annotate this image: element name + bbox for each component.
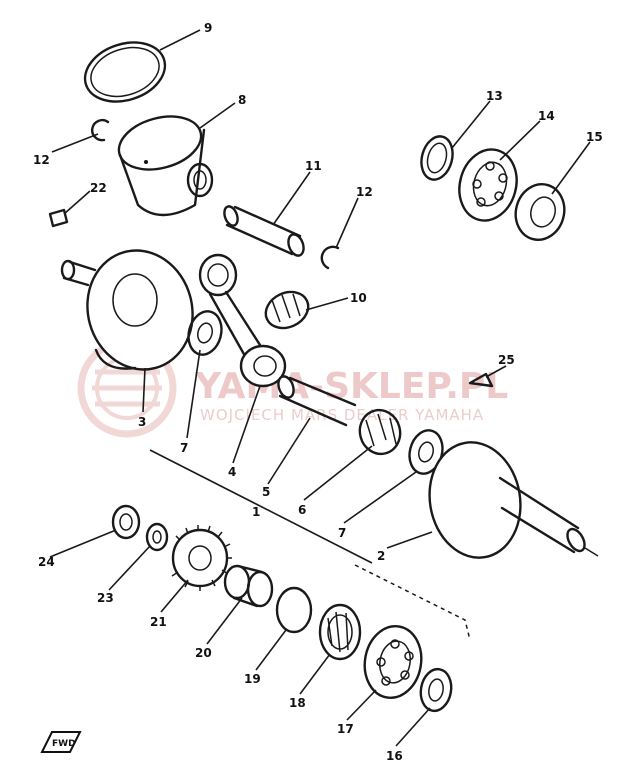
callout-9: 9 bbox=[204, 21, 212, 35]
callout-22: 22 bbox=[90, 181, 107, 195]
shim-washer bbox=[419, 667, 453, 713]
piston bbox=[117, 115, 214, 217]
callout-4: 4 bbox=[228, 465, 236, 479]
callout-12-left: 12 bbox=[33, 153, 50, 167]
callout-2: 2 bbox=[377, 549, 385, 563]
piston-pin-clip-left bbox=[91, 119, 110, 142]
callout-17: 17 bbox=[337, 722, 354, 736]
crank-nut bbox=[111, 504, 141, 540]
crank-bearing-lower bbox=[363, 625, 423, 699]
crank-wheel-right bbox=[428, 441, 599, 559]
callout-18: 18 bbox=[289, 696, 306, 710]
assembly-bracket-lower bbox=[354, 564, 471, 641]
callout-19: 19 bbox=[244, 672, 261, 686]
big-end-bearing bbox=[358, 408, 402, 456]
needle-bearing bbox=[318, 603, 362, 661]
callout-7-left: 7 bbox=[180, 441, 188, 455]
callout-numbers: 9 8 12 22 11 12 13 14 15 10 25 3 7 4 5 1… bbox=[33, 21, 603, 763]
crank-bearing-upper bbox=[458, 148, 518, 222]
small-end-bearing bbox=[264, 290, 310, 330]
lock-washer bbox=[145, 522, 169, 552]
callout-20: 20 bbox=[195, 646, 212, 660]
leader-lines bbox=[49, 29, 591, 747]
callout-25: 25 bbox=[498, 353, 515, 367]
callout-1: 1 bbox=[252, 505, 260, 519]
circlip bbox=[275, 586, 313, 634]
callout-14: 14 bbox=[538, 109, 555, 123]
crank-wheel-left bbox=[60, 249, 194, 371]
callout-7-right: 7 bbox=[338, 526, 346, 540]
crank-assembly-group-line bbox=[149, 449, 373, 564]
callout-21: 21 bbox=[150, 615, 167, 629]
oil-seal-ring bbox=[420, 135, 454, 181]
callout-6: 6 bbox=[298, 503, 306, 517]
callout-3: 3 bbox=[138, 415, 146, 429]
callout-10: 10 bbox=[350, 291, 367, 305]
watermark-tagline: WOJCIECH MARS DEALER YAMAHA bbox=[200, 406, 484, 424]
piston-pin-clip-right bbox=[320, 245, 340, 270]
callout-12-right: 12 bbox=[356, 185, 373, 199]
piston-ring bbox=[83, 41, 167, 103]
callout-16: 16 bbox=[386, 749, 403, 763]
piston-pin bbox=[223, 205, 305, 257]
oil-seal bbox=[514, 183, 566, 241]
callout-5: 5 bbox=[262, 485, 270, 499]
locating-pin bbox=[48, 208, 69, 228]
callout-24: 24 bbox=[38, 555, 55, 569]
callout-15: 15 bbox=[586, 130, 603, 144]
callout-11: 11 bbox=[305, 159, 322, 173]
connecting-rod bbox=[198, 253, 287, 388]
fwd-badge: FWD bbox=[40, 731, 82, 753]
primary-drive-gear bbox=[171, 525, 232, 591]
woodruff-key bbox=[468, 372, 494, 388]
callout-13: 13 bbox=[486, 89, 503, 103]
fwd-badge-text: FWD bbox=[52, 739, 76, 749]
spacer-collar bbox=[223, 564, 274, 608]
callout-23: 23 bbox=[97, 591, 114, 605]
crank-pin bbox=[277, 375, 357, 427]
callout-8: 8 bbox=[238, 93, 246, 107]
